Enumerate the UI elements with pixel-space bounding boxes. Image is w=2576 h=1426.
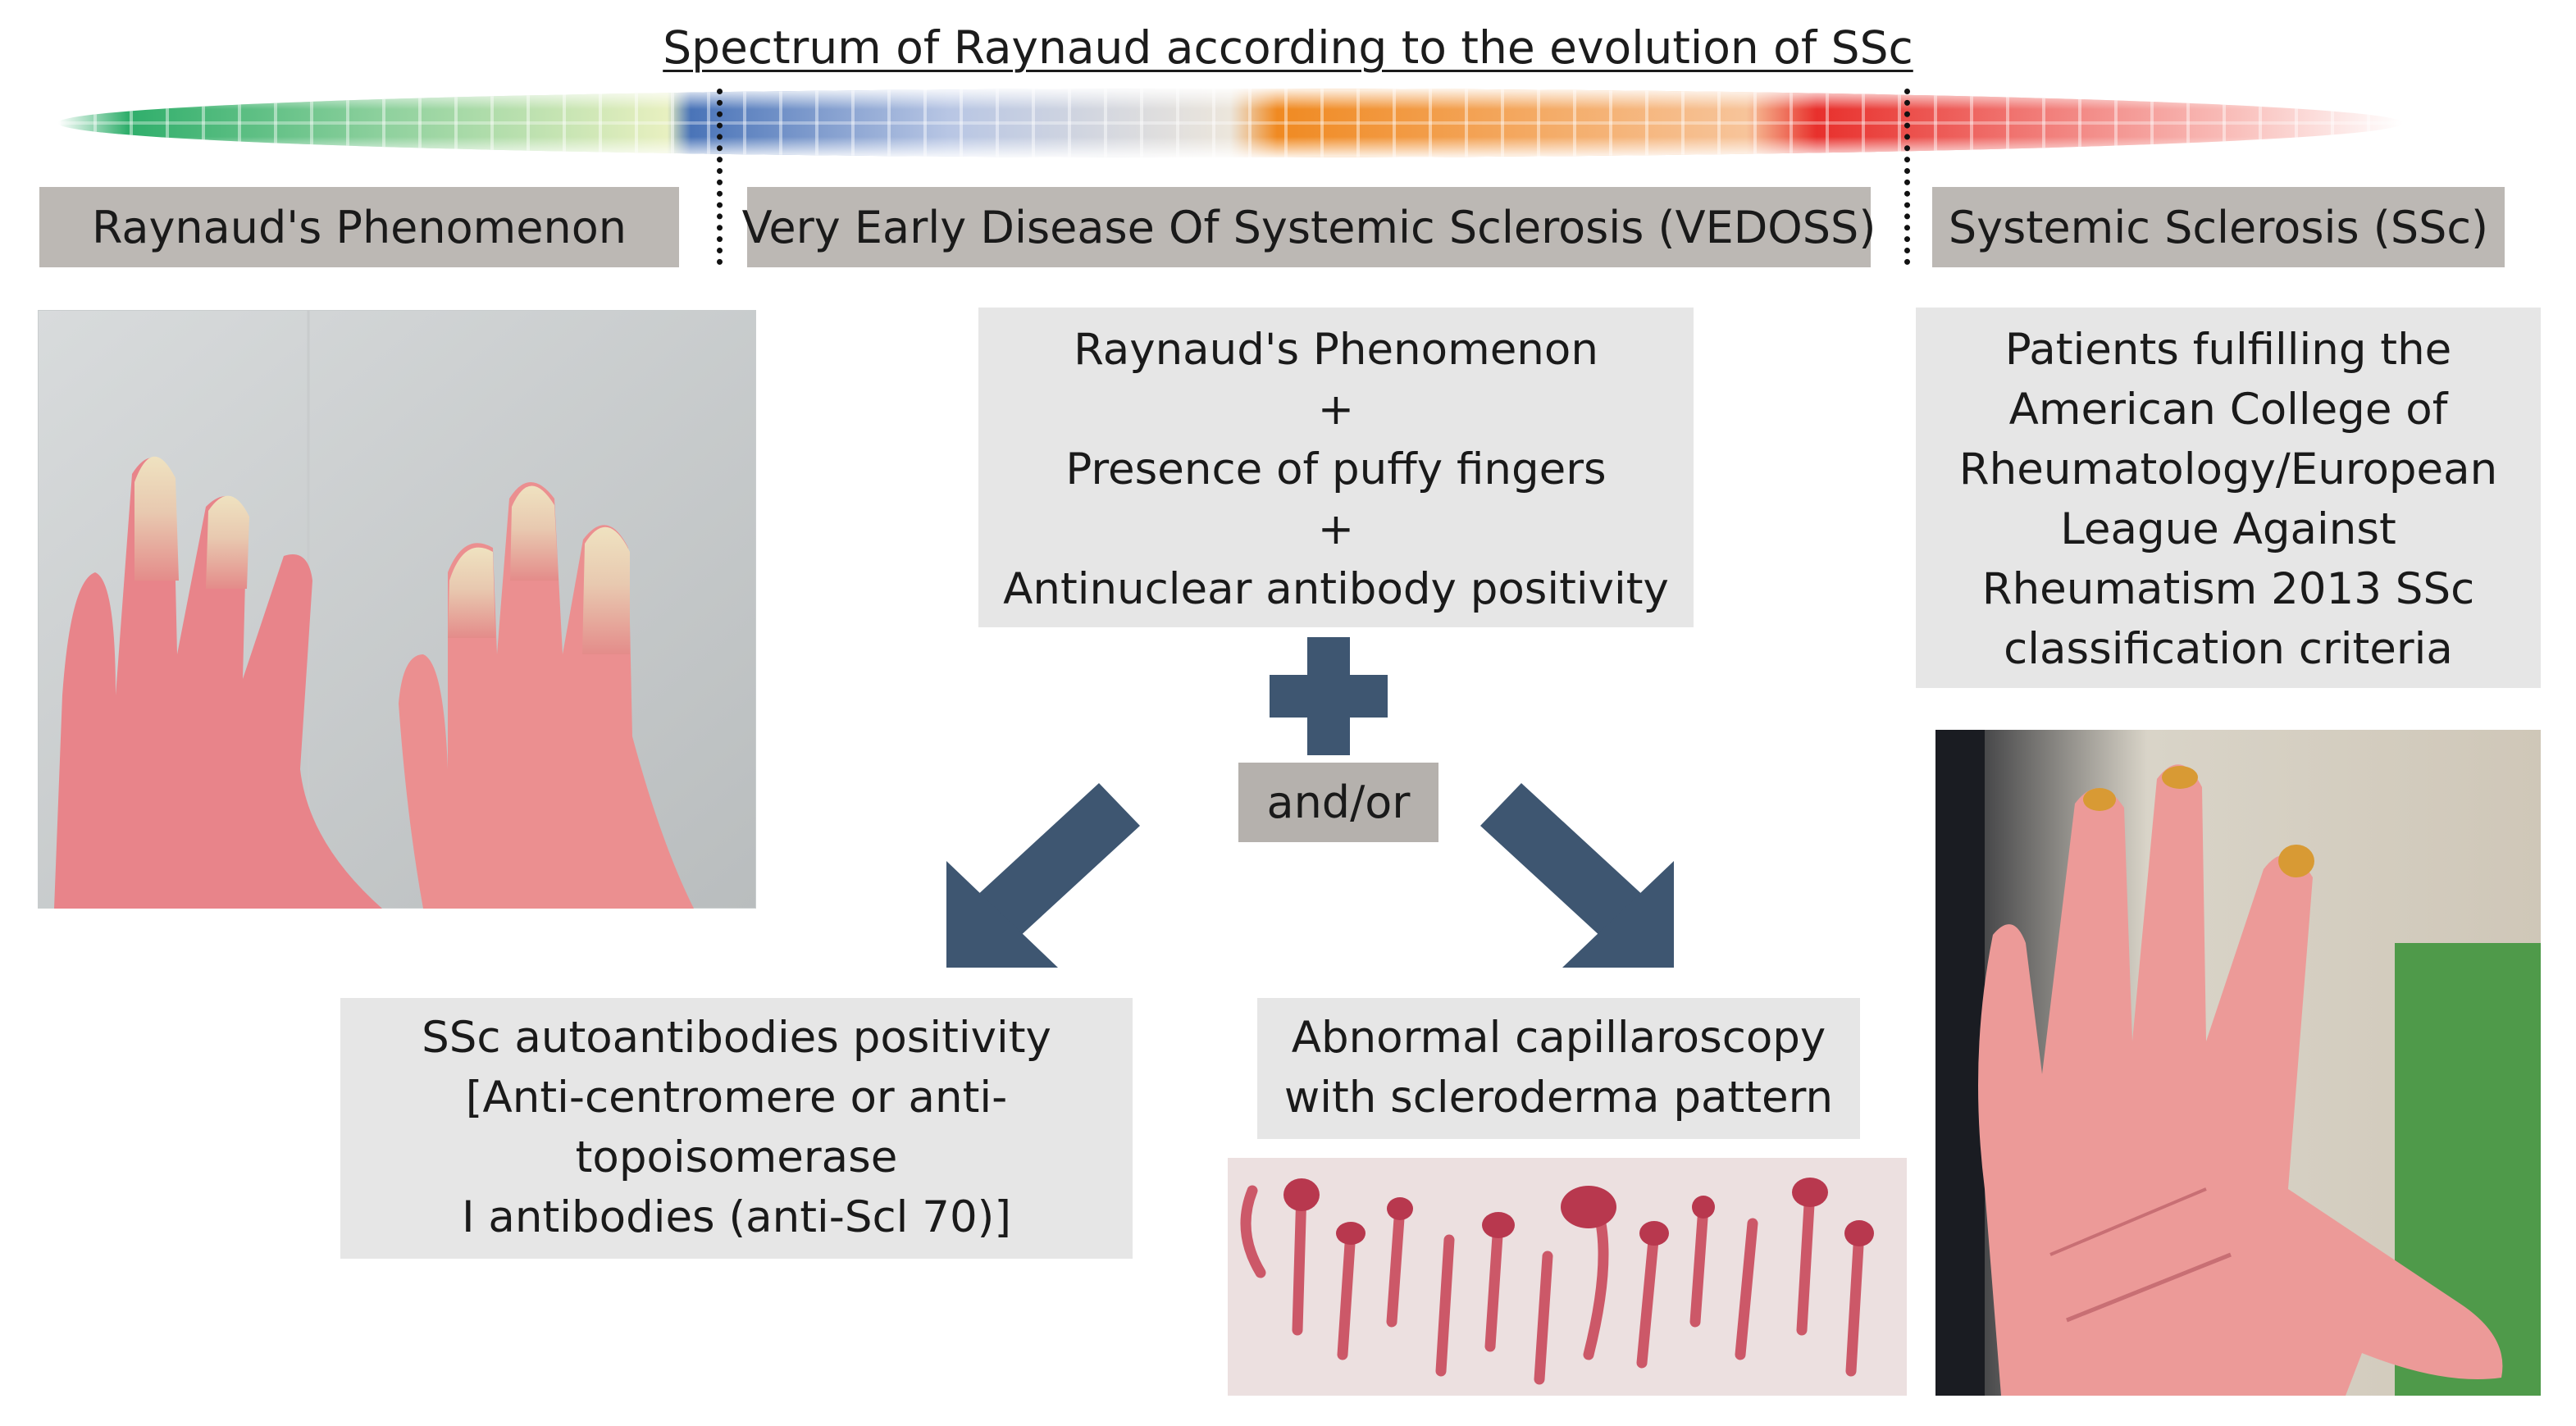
phase-label: Raynaud's Phenomenon <box>92 201 627 253</box>
criteria-line: Presence of puffy fingers <box>1065 444 1607 494</box>
color-spectrum-band <box>57 89 2403 157</box>
divider-dotted-left <box>717 89 723 265</box>
vedoss-criteria-box: Raynaud's Phenomenon + Presence of puffy… <box>978 308 1694 627</box>
ssc-criteria-line: American College of <box>2008 385 2448 435</box>
ssc-criteria-box: Patients fulfilling the American College… <box>1916 308 2541 688</box>
criteria-plus: + <box>1317 385 1355 435</box>
and-or-connector: and/or <box>1238 763 1438 842</box>
divider-dotted-right <box>1904 89 1910 265</box>
ssc-criteria-line: League Against <box>2060 504 2396 554</box>
ssc-criteria-line: Rheumatology/European <box>1958 444 2498 494</box>
ssc-criteria-line: Patients fulfilling the <box>2004 325 2452 375</box>
criteria-plus: + <box>1317 504 1355 554</box>
capillaroscopy-line: Abnormal capillaroscopy <box>1291 1013 1826 1063</box>
arrow-down-left-icon <box>946 783 1140 968</box>
phase-label: Very Early Disease Of Systemic Sclerosis… <box>741 201 1876 253</box>
diagram-title: Spectrum of Raynaud according to the evo… <box>663 21 1913 74</box>
ssc-hand-photo <box>1935 730 2541 1396</box>
criteria-line: Raynaud's Phenomenon <box>1074 325 1598 375</box>
autoantibodies-line: topoisomerase <box>575 1132 898 1182</box>
phase-vedoss: Very Early Disease Of Systemic Sclerosis… <box>742 187 1876 267</box>
autoantibodies-box: SSc autoantibodies positivity [Anti-cent… <box>340 998 1133 1259</box>
phase-label: Systemic Sclerosis (SSc) <box>1948 201 2489 253</box>
phase-ssc: Systemic Sclerosis (SSc) <box>1932 187 2505 267</box>
capillaroscopy-line: with scleroderma pattern <box>1283 1073 1834 1123</box>
autoantibodies-line: [Anti-centromere or anti- <box>465 1073 1008 1123</box>
autoantibodies-line: I antibodies (anti-Scl 70)] <box>461 1192 1012 1242</box>
ssc-criteria-line: Rheumatism 2013 SSc <box>1981 564 2475 614</box>
raynaud-hands-photo <box>38 310 756 909</box>
criteria-line: Antinuclear antibody positivity <box>1003 564 1669 614</box>
phase-raynaud: Raynaud's Phenomenon <box>39 187 679 267</box>
capillaroscopy-photo <box>1228 1158 1907 1396</box>
capillaroscopy-box: Abnormal capillaroscopy with scleroderma… <box>1257 998 1860 1139</box>
ssc-criteria-line: classification criteria <box>2004 624 2453 674</box>
connector-label: and/or <box>1266 777 1411 828</box>
plus-icon <box>1270 637 1388 755</box>
autoantibodies-line: SSc autoantibodies positivity <box>422 1013 1051 1063</box>
arrow-down-right-icon <box>1480 783 1674 968</box>
